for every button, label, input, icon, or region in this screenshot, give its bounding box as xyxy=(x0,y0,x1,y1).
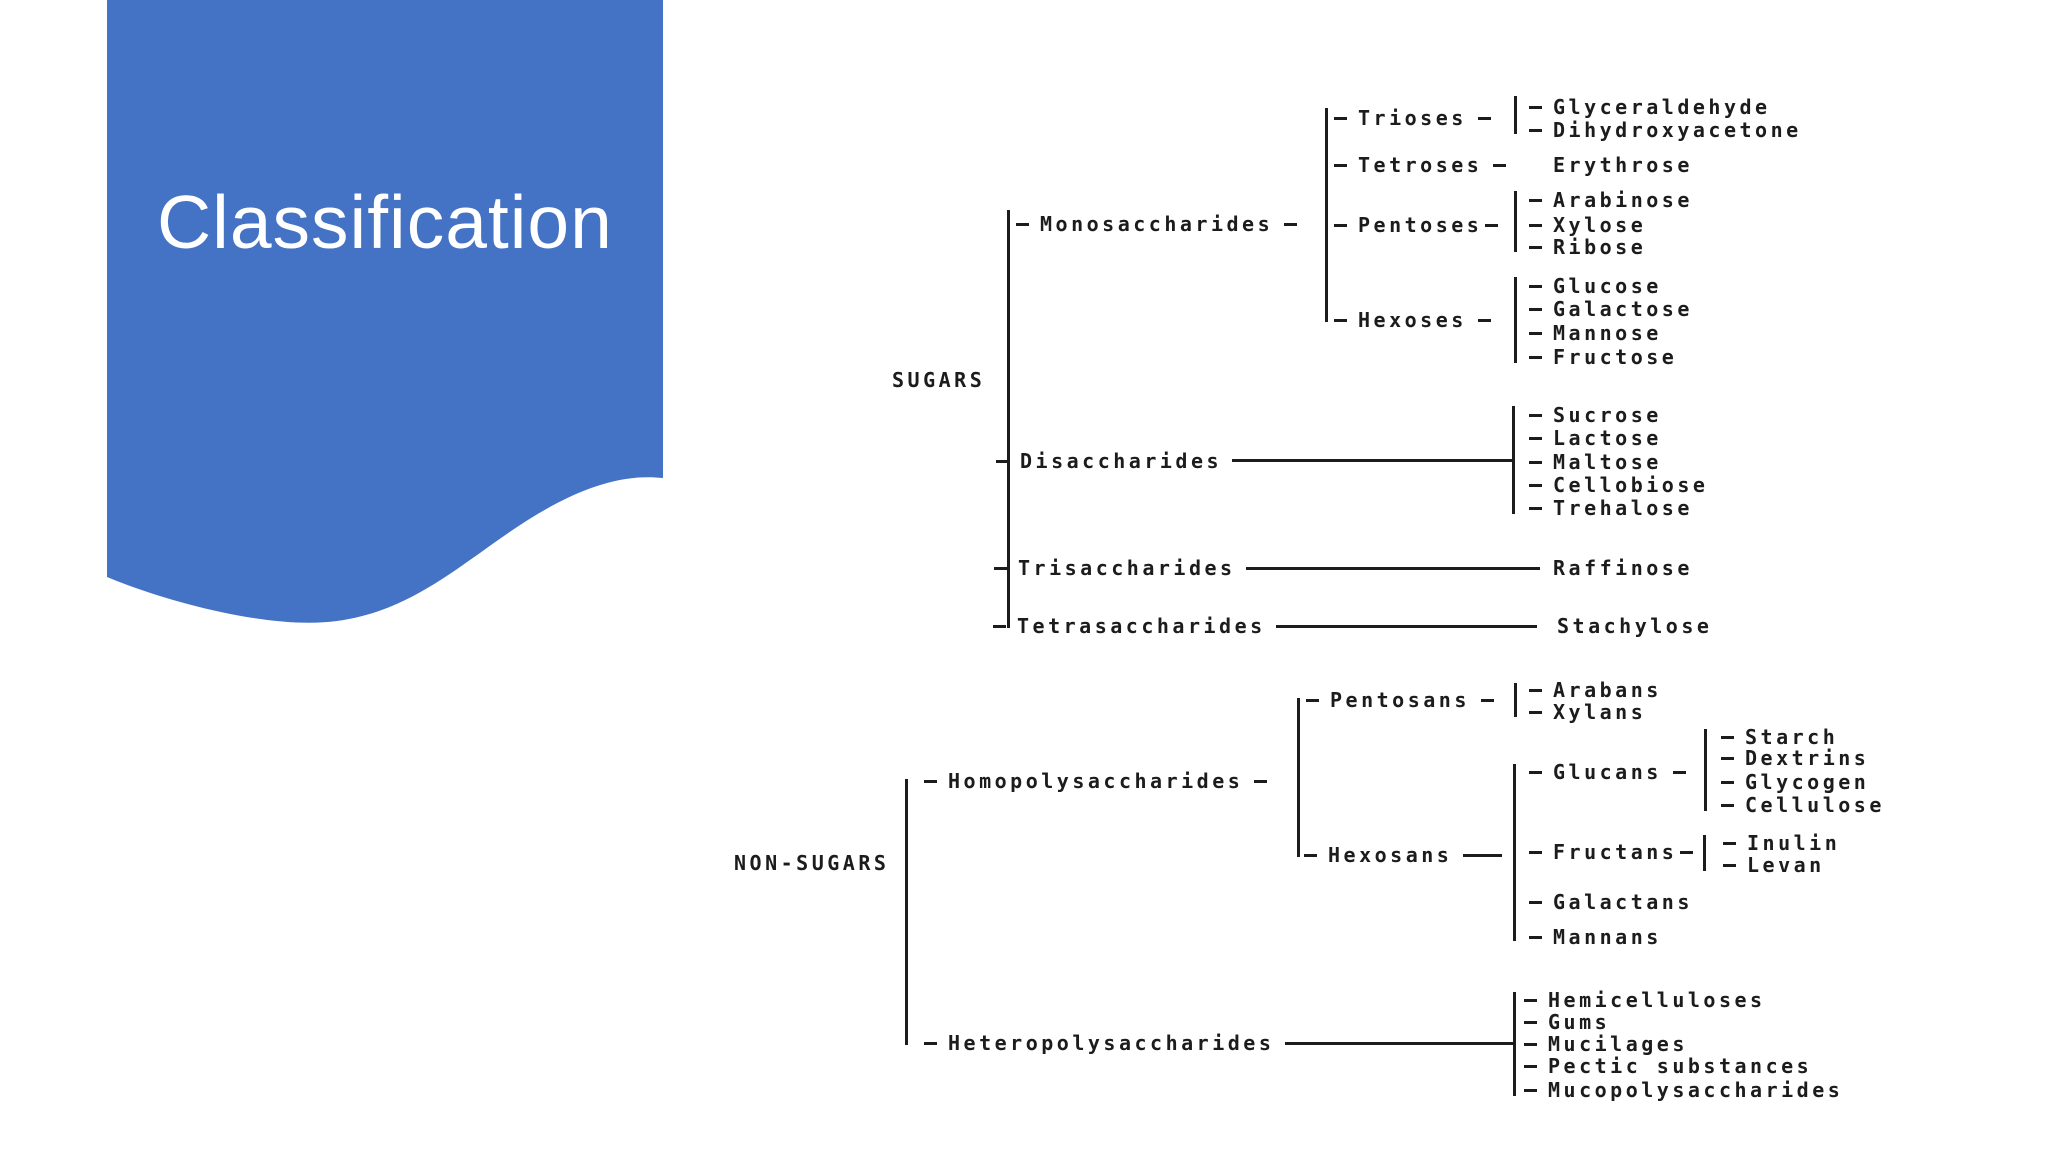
leaf-inulin: Inulin xyxy=(1723,830,1840,856)
title-banner-shape xyxy=(107,0,663,623)
bracket-hexoses xyxy=(1514,277,1517,363)
node-galactans: Galactans xyxy=(1529,889,1693,915)
connector-tetrasaccharides xyxy=(1276,625,1537,628)
node-pentoses: Pentoses xyxy=(1334,212,1498,238)
leaf-mannose: Mannose xyxy=(1529,320,1662,346)
bracket-sugars xyxy=(1007,210,1010,628)
connector-heteropolysaccharides xyxy=(1285,1042,1513,1045)
bracket-heteropolysaccharides xyxy=(1513,992,1516,1096)
leaf-mucilages: Mucilages xyxy=(1524,1031,1688,1057)
leaf-dextrins: Dextrins xyxy=(1721,745,1869,771)
leaf-raffinose: Raffinose xyxy=(1553,556,1693,580)
connector-trisaccharides xyxy=(1246,567,1540,570)
leaf-sucrose: Sucrose xyxy=(1529,402,1662,428)
leaf-stachylose: Stachylose xyxy=(1557,614,1713,638)
leaf-arabans: Arabans xyxy=(1529,677,1662,703)
bracket-pentoses xyxy=(1514,191,1517,252)
leaf-ribose: Ribose xyxy=(1529,234,1646,260)
leaf-arabinose: Arabinose xyxy=(1529,187,1693,213)
leaf-levan: Levan xyxy=(1723,852,1825,878)
node-pentosans: Pentosans xyxy=(1306,687,1494,713)
bracket-disaccharides xyxy=(1512,406,1515,514)
bracket-hexosans xyxy=(1513,764,1516,941)
connector-disaccharides xyxy=(1232,459,1512,462)
leaf-maltose: Maltose xyxy=(1529,449,1662,475)
leaf-xylose: Xylose xyxy=(1529,212,1646,238)
leaf-trehalose: Trehalose xyxy=(1529,495,1693,521)
leaf-mucopolysaccharides: Mucopolysaccharides xyxy=(1524,1077,1843,1103)
bracket-non-sugars xyxy=(905,779,908,1045)
node-monosaccharides: Monosaccharides xyxy=(1016,211,1297,237)
leaf-cellulose: Cellulose xyxy=(1721,792,1885,818)
node-hexoses: Hexoses xyxy=(1334,307,1491,333)
node-hexosans: Hexosans xyxy=(1304,842,1476,868)
bracket-fructans xyxy=(1703,835,1706,871)
leaf-fructose: Fructose xyxy=(1529,344,1677,370)
leaf-glycogen: Glycogen xyxy=(1721,769,1869,795)
leaf-gums: Gums xyxy=(1524,1009,1610,1035)
bracket-homopolysaccharides xyxy=(1297,698,1300,857)
slide-title: Classification xyxy=(157,180,613,264)
leaf-cellobiose: Cellobiose xyxy=(1529,472,1708,498)
node-homopolysaccharides: Homopolysaccharides xyxy=(924,768,1267,794)
node-trioses: Trioses xyxy=(1334,105,1491,131)
leaf-galactose: Galactose xyxy=(1529,296,1693,322)
bracket-monosaccharides xyxy=(1325,108,1328,322)
bracket-glucans xyxy=(1704,729,1707,811)
node-disaccharides: Disaccharides xyxy=(996,448,1222,474)
section-label-non-sugars: NON-SUGARS xyxy=(734,851,890,875)
leaf-pectic-substances: Pectic substances xyxy=(1524,1053,1812,1079)
node-mannans: Mannans xyxy=(1529,924,1662,950)
leaf-lactose: Lactose xyxy=(1529,425,1662,451)
connector-hexosans xyxy=(1474,854,1502,857)
node-heteropolysaccharides: Heteropolysaccharides xyxy=(924,1030,1274,1056)
bracket-trioses xyxy=(1514,96,1517,134)
leaf-hemicelluloses: Hemicelluloses xyxy=(1524,987,1766,1013)
leaf-dihydroxyacetone: Dihydroxyacetone xyxy=(1529,117,1802,143)
node-tetroses: Tetroses xyxy=(1334,152,1506,178)
node-trisaccharides: Trisaccharides xyxy=(994,555,1236,581)
bracket-pentosans xyxy=(1514,683,1517,717)
node-fructans: Fructans xyxy=(1529,839,1693,865)
node-glucans: Glucans xyxy=(1529,759,1686,785)
leaf-glyceraldehyde: Glyceraldehyde xyxy=(1529,94,1771,120)
leaf-erythrose: Erythrose xyxy=(1553,153,1693,177)
leaf-glucose: Glucose xyxy=(1529,273,1662,299)
leaf-xylans: Xylans xyxy=(1529,699,1646,725)
node-tetrasaccharides: Tetrasaccharides xyxy=(993,613,1266,639)
section-label-sugars: SUGARS xyxy=(892,368,986,392)
